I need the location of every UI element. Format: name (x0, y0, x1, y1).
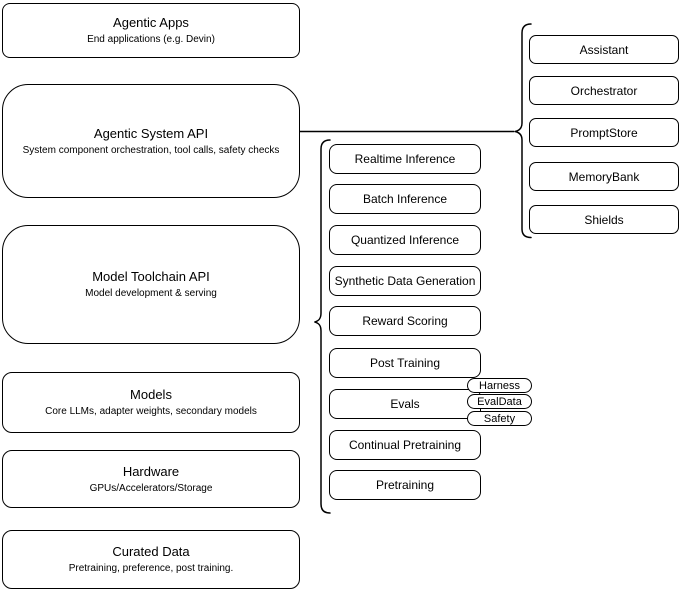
node-batch-inference: Batch Inference (329, 184, 481, 214)
node-hardware-subtitle: GPUs/Accelerators/Storage (89, 482, 213, 494)
node-memorybank-label: MemoryBank (568, 169, 640, 184)
node-synthetic-data-generation: Synthetic Data Generation (329, 266, 481, 296)
node-quantized-inference: Quantized Inference (329, 225, 481, 255)
node-shields-label: Shields (584, 212, 624, 227)
node-orchestrator-label: Orchestrator (570, 83, 638, 98)
node-memorybank: MemoryBank (529, 162, 679, 191)
node-curated-data-subtitle: Pretraining, preference, post training. (68, 563, 234, 574)
node-promptstore: PromptStore (529, 118, 679, 147)
system-group-brace-icon (514, 23, 532, 239)
pill-safety: Safety (467, 411, 532, 426)
node-hardware: Hardware GPUs/Accelerators/Storage (2, 450, 300, 508)
pill-harness-label: Harness (479, 379, 520, 392)
pill-evaldata-label: EvalData (477, 395, 522, 408)
node-agentic-system-api: Agentic System API System component orch… (2, 84, 300, 198)
node-evals-label: Evals (390, 397, 420, 411)
node-continual-pretraining: Continual Pretraining (329, 430, 481, 460)
node-batch-inference-label: Batch Inference (362, 192, 448, 206)
pill-evaldata: EvalData (467, 394, 532, 409)
node-models-title: Models (130, 387, 172, 402)
node-post-training-label: Post Training (369, 356, 441, 370)
node-quantized-inference-label: Quantized Inference (350, 233, 460, 247)
node-pretraining: Pretraining (329, 470, 481, 500)
node-evals: Evals (329, 389, 481, 419)
node-agentic-apps-subtitle: End applications (e.g. Devin) (87, 34, 215, 45)
node-agentic-apps: Agentic Apps End applications (e.g. Devi… (2, 3, 300, 58)
node-reward-scoring-label: Reward Scoring (362, 314, 448, 328)
node-models-subtitle: Core LLMs, adapter weights, secondary mo… (45, 406, 257, 417)
node-model-toolchain-api-subtitle: Model development & serving (85, 288, 217, 299)
node-shields: Shields (529, 205, 679, 234)
node-promptstore-label: PromptStore (570, 125, 638, 140)
node-agentic-system-api-title: Agentic System API (93, 125, 209, 141)
node-assistant: Assistant (529, 35, 679, 64)
toolchain-group-brace-icon (314, 139, 331, 514)
node-realtime-inference: Realtime Inference (329, 144, 481, 174)
pill-safety-label: Safety (483, 412, 516, 425)
node-continual-pretraining-label: Continual Pretraining (348, 438, 462, 452)
node-models: Models Core LLMs, adapter weights, secon… (2, 372, 300, 433)
node-curated-data: Curated Data Pretraining, preference, po… (2, 530, 300, 589)
node-pretraining-label: Pretraining (375, 478, 435, 492)
node-agentic-system-api-subtitle: System component orchestration, tool cal… (22, 144, 280, 156)
node-model-toolchain-api-title: Model Toolchain API (92, 269, 210, 284)
node-realtime-inference-label: Realtime Inference (354, 152, 456, 166)
node-assistant-label: Assistant (579, 42, 629, 57)
node-reward-scoring: Reward Scoring (329, 306, 481, 336)
node-curated-data-title: Curated Data (112, 544, 190, 559)
node-orchestrator: Orchestrator (529, 76, 679, 105)
node-agentic-apps-title: Agentic Apps (113, 15, 189, 30)
node-hardware-title: Hardware (122, 463, 180, 479)
node-model-toolchain-api: Model Toolchain API Model development & … (2, 225, 300, 344)
pill-harness: Harness (467, 378, 532, 393)
node-synthetic-data-generation-label: Synthetic Data Generation (334, 274, 476, 288)
node-post-training: Post Training (329, 348, 481, 378)
